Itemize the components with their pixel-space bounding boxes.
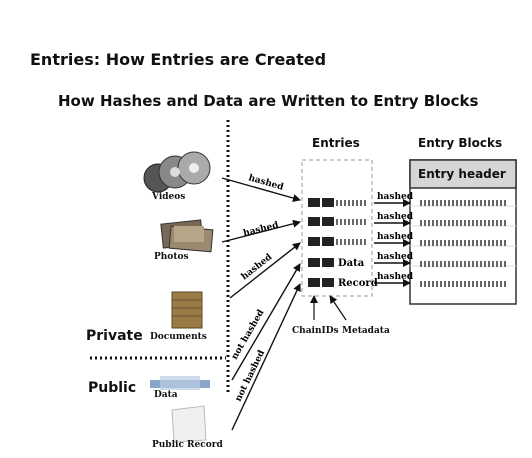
public-record-label: Public Record (152, 440, 223, 450)
videos-icon (143, 151, 211, 193)
entry-block-row-5 (420, 281, 506, 287)
diagram-title: Entries: How Entries are Created (30, 50, 327, 69)
arrow-photos-hashed (221, 219, 301, 243)
entries-column-header: Entries (312, 136, 360, 150)
entry-block-header-bar (409, 159, 517, 189)
arrow-metadata (329, 295, 347, 321)
entry-block-row-2 (420, 220, 506, 226)
entry-row-5 (308, 278, 334, 287)
entry-block-row-1 (420, 200, 506, 206)
chainids-annotation: ChainIDs (292, 326, 339, 336)
label-hashed-row-2: hashed (377, 212, 414, 222)
entry-row-4-label: Data (338, 258, 365, 269)
private-zone-label: Private (86, 328, 143, 344)
public-data-label: Data (154, 390, 178, 400)
entry-blocks-column-header: Entry Blocks (418, 136, 503, 150)
videos-label: Videos (152, 192, 186, 202)
entry-row-5-label: Record (338, 278, 378, 289)
metadata-annotation: Metadata (342, 326, 390, 336)
label-hashed-photos: hashed (242, 220, 280, 239)
arrow-record-not-hashed (231, 283, 301, 431)
entry-block-row-4 (420, 261, 506, 267)
entries-container (301, 159, 373, 297)
arrow-data-not-hashed (231, 263, 301, 381)
label-hashed-row-4: hashed (377, 252, 414, 262)
entry-header-label: Entry header (418, 167, 506, 181)
label-hashed-row-3: hashed (377, 232, 414, 242)
entry-row-2 (308, 217, 368, 226)
entry-row-1 (308, 198, 368, 207)
arrow-videos-hashed (221, 177, 301, 202)
diagram-subtitle: How Hashes and Data are Written to Entry… (58, 92, 479, 110)
entry-row-4 (308, 258, 334, 267)
label-hashed-row-1: hashed (377, 192, 414, 202)
public-record-icon (171, 405, 207, 443)
entry-block-row-3 (420, 240, 506, 246)
photos-label: Photos (154, 252, 189, 262)
photos-icon (160, 219, 214, 253)
label-hashed-row-5: hashed (377, 272, 414, 282)
arrow-docs-hashed (229, 242, 301, 299)
public-zone-label: Public (88, 380, 137, 396)
public-data-icon (150, 376, 210, 390)
documents-icon (171, 291, 203, 329)
entry-row-3 (308, 237, 368, 246)
documents-label: Documents (150, 332, 207, 342)
